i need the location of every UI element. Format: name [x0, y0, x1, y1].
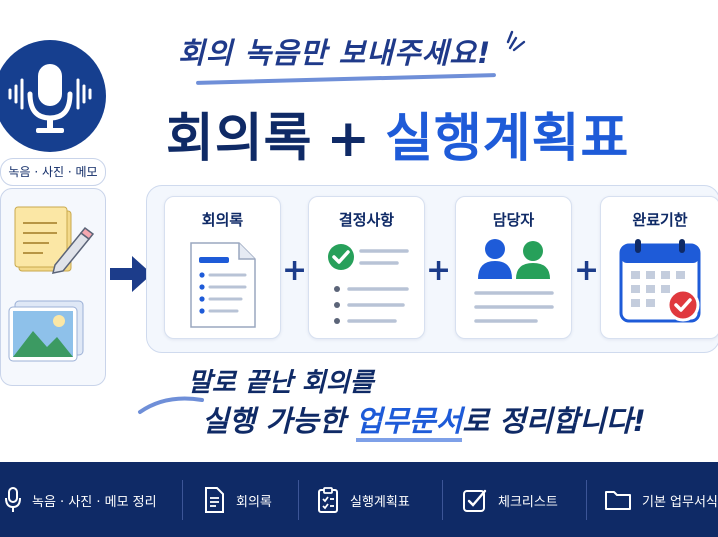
card-decisions: 결정사항 [308, 196, 425, 339]
arrow-right-icon [110, 256, 152, 292]
photo-icon [8, 300, 84, 362]
people-icon [474, 239, 554, 323]
card-label: 회의록 [201, 211, 244, 229]
plus-sign: + [574, 253, 600, 288]
page-title: 회의록+실행계획표 [166, 96, 629, 171]
footer-divider [182, 480, 183, 520]
title-part-minutes: 회의록 [166, 109, 313, 169]
microphone-badge [0, 40, 106, 152]
folder-icon [605, 491, 631, 510]
footer-divider [298, 480, 299, 520]
footer-item-label: 회의록 [236, 494, 272, 510]
sources-card [0, 188, 106, 386]
tagline: 회의 녹음만 보내주세요! [178, 36, 492, 70]
title-part-action-plan: 실행계획표 [385, 109, 630, 169]
tagline-underline [195, 73, 497, 85]
footer-item-label: 체크리스트 [498, 494, 558, 510]
swash-decoration [138, 396, 204, 414]
title-plus: + [326, 109, 372, 169]
sources-illustration [8, 206, 95, 362]
microphone-icon [5, 487, 21, 512]
footer-divider [442, 480, 443, 520]
plus-sign: + [282, 253, 308, 288]
footer-item-action-plan: 실행계획표 [316, 484, 410, 516]
spark-icon [506, 30, 526, 52]
sources-label: 녹음 · 사진 · 메모 [0, 158, 106, 186]
card-label: 담당자 [492, 211, 535, 229]
footer-item-recording: 녹음 · 사진 · 메모 정리 [4, 484, 157, 516]
footer-item-label: 실행계획표 [350, 494, 410, 510]
memo-pencil-icon [14, 206, 95, 274]
card-assignee: 담당자 [455, 196, 572, 339]
footer-item-label: 기본 업무서식 [642, 494, 718, 510]
clipboard-icon [318, 487, 338, 513]
card-minutes: 회의록 [164, 196, 281, 339]
microphone-icon [8, 64, 92, 133]
checkbox-icon [463, 489, 487, 512]
footer-divider [586, 480, 587, 520]
card-deadline: 완료기한 [600, 196, 718, 339]
slogan-highlight: 업무문서 [355, 404, 463, 442]
document-icon [190, 242, 256, 328]
footer-item-minutes: 회의록 [202, 484, 272, 516]
footer-bar [0, 462, 718, 537]
slogan-line-1: 말로 끝난 회의를 [188, 368, 374, 398]
checklist-icon [328, 244, 409, 324]
footer-item-templates: 기본 업무서식 [604, 484, 718, 516]
plus-sign: + [426, 253, 452, 288]
slogan-part: 로 정리합니다! [462, 404, 646, 438]
slogan-part: 실행 가능한 [202, 404, 356, 438]
slogan-line-2: 실행 가능한 업무문서로 정리합니다! [202, 398, 646, 442]
card-label: 결정사항 [338, 211, 395, 229]
calendar-check-icon [619, 239, 701, 323]
footer-item-label: 녹음 · 사진 · 메모 정리 [32, 494, 157, 510]
document-icon [205, 487, 224, 513]
card-label: 완료기한 [632, 211, 688, 229]
footer-item-checklist: 체크리스트 [462, 484, 558, 516]
